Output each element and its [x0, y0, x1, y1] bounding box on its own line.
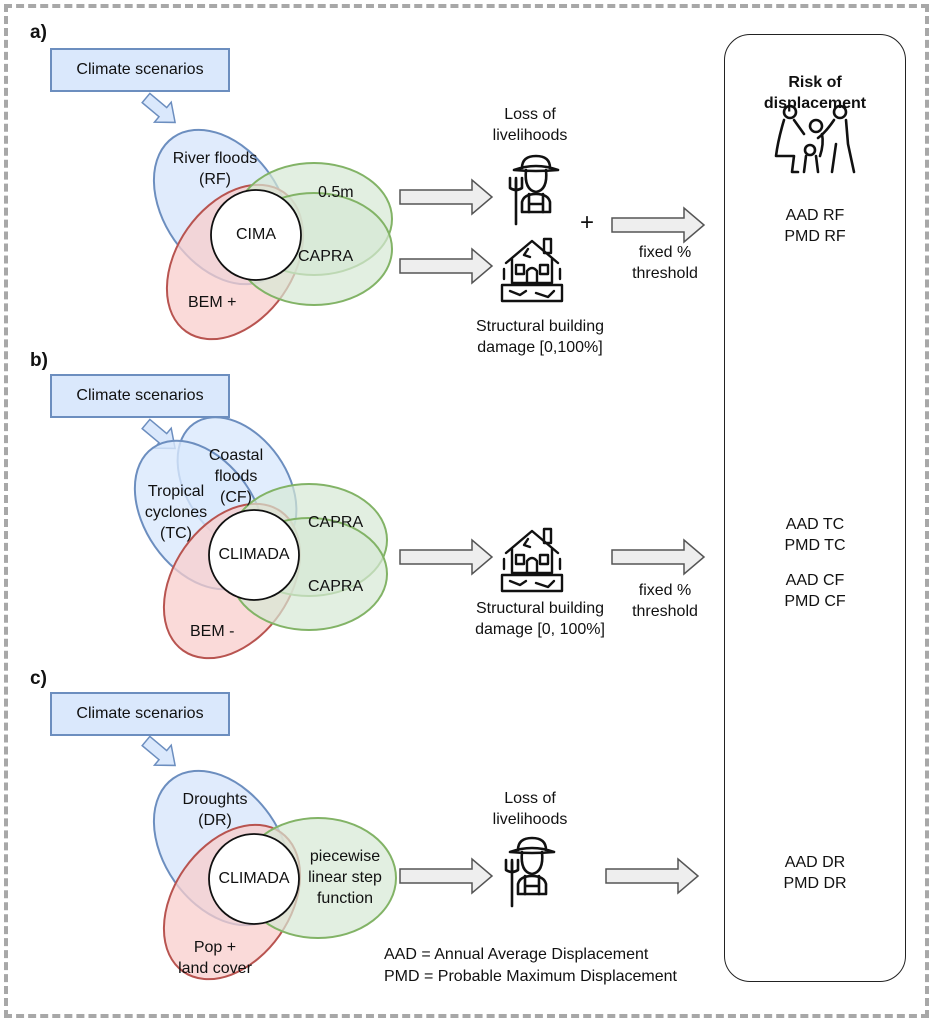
impact-label-line: livelihoods	[492, 811, 568, 828]
hazard-label-line: floods	[214, 468, 258, 485]
impact-label-line: damage [0, 100%]	[475, 621, 605, 638]
threshold-line: threshold	[632, 603, 698, 620]
scenario-arrow-a	[136, 87, 185, 134]
output-pmd-tc: PMD TC	[784, 537, 846, 554]
exposure-label-line: Pop +	[193, 939, 237, 956]
legend-pmd: PMD = Probable Maximum Displacement	[384, 968, 677, 985]
impact-label-building-damage-b: Structural building damage [0, 100%]	[460, 598, 620, 640]
core-circle-a	[210, 189, 302, 281]
vulnerability-label-capra-1: CAPRA	[308, 514, 364, 531]
output-aad-rf: AAD RF	[785, 207, 845, 224]
hazard-label-line: River floods	[172, 150, 258, 167]
hazard-label-line: (RF)	[199, 171, 231, 188]
climate-scenarios-box-a: Climate scenarios	[50, 48, 230, 92]
panel-letter-a: a)	[30, 22, 47, 43]
output-pmd-cf: PMD CF	[784, 593, 846, 610]
threshold-label-b: fixed % threshold	[615, 580, 715, 622]
impact-label-line: Loss of	[504, 790, 556, 807]
flow-arrow-b1	[399, 539, 493, 575]
hazard-label-line: Tropical	[147, 483, 205, 500]
vulnerability-label-line: linear step	[308, 869, 382, 886]
hazard-label-line: (TC)	[160, 525, 192, 542]
impact-label-line: livelihoods	[492, 127, 568, 144]
flow-arrow-c1	[399, 858, 493, 894]
output-aad-dr: AAD DR	[784, 854, 846, 871]
core-model-cima: CIMA	[236, 226, 276, 243]
outputs-rf: AAD RF PMD RF	[724, 205, 906, 247]
output-aad-tc: AAD TC	[785, 516, 845, 533]
core-circle-b	[208, 509, 300, 601]
threshold-line: fixed %	[638, 582, 692, 599]
threshold-line: fixed %	[638, 244, 692, 261]
figure-frame	[4, 4, 929, 1018]
risk-title-line: Risk of	[788, 74, 842, 91]
core-model-climada-c: CLIMADA	[218, 870, 290, 887]
hazard-label-dr: Droughts (DR)	[170, 789, 260, 831]
impact-label-line: damage [0,100%]	[477, 339, 603, 356]
hazard-label-tc: Tropical cyclones (TC)	[136, 481, 216, 544]
output-aad-cf: AAD CF	[785, 572, 845, 589]
damaged-house-icon	[500, 237, 564, 303]
exposure-label-line: land cover	[178, 960, 252, 977]
risk-of-displacement-box	[724, 34, 906, 982]
core-circle-c	[208, 833, 300, 925]
impact-label-livelihoods-c: Loss of livelihoods	[470, 788, 590, 830]
threshold-label-a: fixed % threshold	[615, 242, 715, 284]
climate-scenarios-label: Climate scenarios	[76, 705, 204, 722]
displaced-family-icon	[774, 104, 856, 174]
impact-label-line: Structural building	[475, 318, 605, 335]
impact-label-livelihoods-a: Loss of livelihoods	[470, 104, 590, 146]
scenario-arrow-c	[136, 730, 185, 777]
vulnerability-label-capra-2: CAPRA	[308, 578, 364, 595]
threshold-line: threshold	[632, 265, 698, 282]
outputs-dr: AAD DR PMD DR	[724, 852, 906, 894]
abbreviation-legend: AAD = Annual Average Displacement PMD = …	[384, 944, 677, 988]
exposure-label-pop-land-cover: Pop + land cover	[170, 937, 260, 979]
hazard-label-rf: River floods (RF)	[160, 148, 270, 190]
combine-plus: +	[580, 209, 595, 236]
risk-title-line: displacement	[763, 95, 867, 112]
impact-label-line: Structural building	[475, 600, 605, 617]
core-model-climada-b: CLIMADA	[218, 546, 290, 563]
hazard-label-line: Droughts	[182, 791, 248, 808]
flow-arrow-b2	[611, 539, 705, 575]
farmer-icon	[508, 154, 560, 226]
flow-arrow-a1	[399, 179, 493, 215]
output-pmd-rf: PMD RF	[784, 228, 846, 245]
hazard-label-line: (DR)	[198, 812, 232, 829]
vulnerability-label-capra: CAPRA	[298, 248, 354, 265]
outputs-tc: AAD TC PMD TC	[724, 514, 906, 556]
output-pmd-dr: PMD DR	[783, 875, 847, 892]
vulnerability-label-0-5m: 0.5m	[318, 184, 354, 201]
hazard-label-line: (CF)	[220, 489, 252, 506]
panel-letter-b: b)	[30, 350, 48, 371]
farmer-icon-c	[504, 836, 556, 908]
flow-arrow-a2	[399, 248, 493, 284]
exposure-label-bem-minus: BEM -	[190, 623, 235, 640]
risk-title: Risk of displacement	[724, 72, 906, 114]
hazard-label-line: Coastal	[208, 447, 264, 464]
exposure-label-bem-plus: BEM +	[188, 294, 237, 311]
vulnerability-label-line: piecewise	[309, 848, 381, 865]
climate-scenarios-label: Climate scenarios	[76, 387, 204, 404]
hazard-label-cf: Coastal floods (CF)	[196, 445, 276, 508]
impact-label-building-damage-a: Structural building damage [0,100%]	[460, 316, 620, 358]
impact-label-line: Loss of	[504, 106, 556, 123]
outputs-cf: AAD CF PMD CF	[724, 570, 906, 612]
legend-aad: AAD = Annual Average Displacement	[384, 946, 649, 963]
flow-arrow-a3	[611, 207, 705, 243]
climate-scenarios-label: Climate scenarios	[76, 61, 204, 78]
vulnerability-label-step-function: piecewise linear step function	[300, 846, 390, 909]
flow-arrow-c2	[605, 858, 699, 894]
panel-letter-c: c)	[30, 668, 47, 689]
damaged-house-icon-b	[500, 527, 564, 593]
vulnerability-label-line: function	[316, 890, 374, 907]
climate-scenarios-box-c: Climate scenarios	[50, 692, 230, 736]
climate-scenarios-box-b: Climate scenarios	[50, 374, 230, 418]
hazard-label-line: cyclones	[144, 504, 208, 521]
